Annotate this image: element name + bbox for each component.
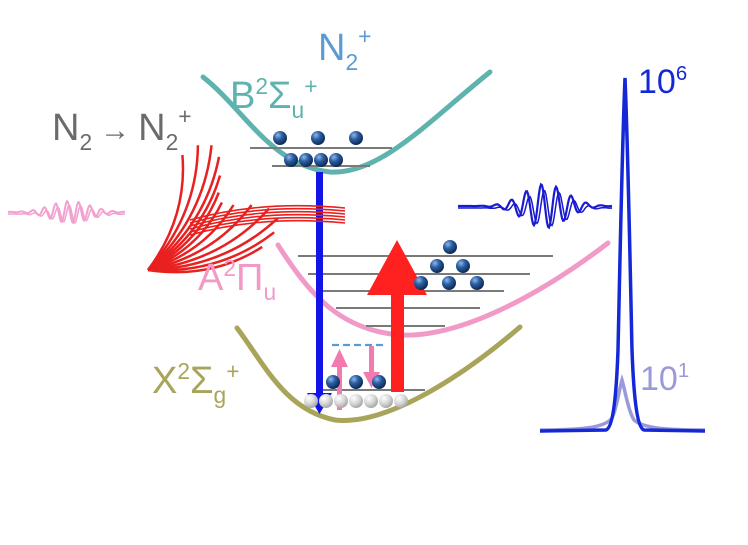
light-sphere (304, 394, 318, 408)
spectrum-high-trace (539, 77, 706, 433)
dark-sphere (299, 153, 313, 167)
light-sphere (319, 394, 333, 408)
dark-sphere (284, 153, 298, 167)
pump-arrow-X-to-A (367, 240, 427, 392)
dark-sphere (329, 153, 343, 167)
A-state-population (414, 240, 484, 290)
B-state-potential-curve (200, 69, 493, 175)
dark-sphere (273, 131, 287, 145)
laser-streak (189, 219, 346, 236)
emitted-pulse-line (458, 182, 613, 230)
laser-streak (189, 207, 346, 224)
dark-sphere (314, 153, 328, 167)
dark-sphere (326, 375, 340, 389)
small-up-arrow (331, 349, 348, 410)
process-label: N2→N2+ (52, 103, 192, 155)
B-state-label: B2Σu+ (230, 73, 318, 123)
dark-sphere (442, 276, 456, 290)
laser-ray (146, 154, 185, 271)
dark-sphere (372, 375, 386, 389)
A-state-potential-curve (275, 240, 611, 338)
emitted-pulse-line (458, 189, 612, 227)
dark-sphere (311, 131, 325, 145)
laser-ray (147, 145, 213, 271)
B-state-upper-population (273, 131, 363, 145)
light-sphere (364, 394, 378, 408)
seed-pulse-line (8, 203, 125, 225)
intensity-low-label: 101 (640, 360, 689, 398)
intensity-high-label: 106 (638, 63, 687, 101)
light-sphere (394, 394, 408, 408)
B-state-lower-population (284, 153, 343, 167)
A-state-levels (298, 255, 553, 327)
X-state-population (304, 375, 408, 408)
A-state-label: A2Πu (198, 255, 276, 305)
laser-streak (189, 210, 346, 227)
laser-ray (147, 231, 275, 272)
dark-sphere (349, 131, 363, 145)
dark-sphere (456, 259, 470, 273)
pump-laser-pulse-fan (146, 145, 346, 274)
dark-sphere (430, 259, 444, 273)
light-sphere (379, 394, 393, 408)
laser-streak (189, 204, 346, 221)
laser-streak (189, 216, 346, 233)
spectrum-low-trace (539, 373, 706, 432)
dark-sphere (349, 375, 363, 389)
X-state-potential-curve (234, 324, 523, 423)
dark-sphere (414, 276, 428, 290)
emitted-pulse-waveform (458, 182, 613, 230)
dark-sphere (443, 240, 457, 254)
laser-ray (147, 245, 263, 274)
light-sphere (349, 394, 363, 408)
laser-streak (189, 213, 346, 230)
laser-ray (147, 217, 279, 272)
light-sphere (334, 394, 348, 408)
laser-ray (147, 145, 200, 271)
seed-pulse-waveform (7, 199, 126, 225)
ion-species-label: N2+ (318, 23, 371, 75)
dark-sphere (470, 276, 484, 290)
X-state-label: X2Σg+ (152, 358, 240, 408)
